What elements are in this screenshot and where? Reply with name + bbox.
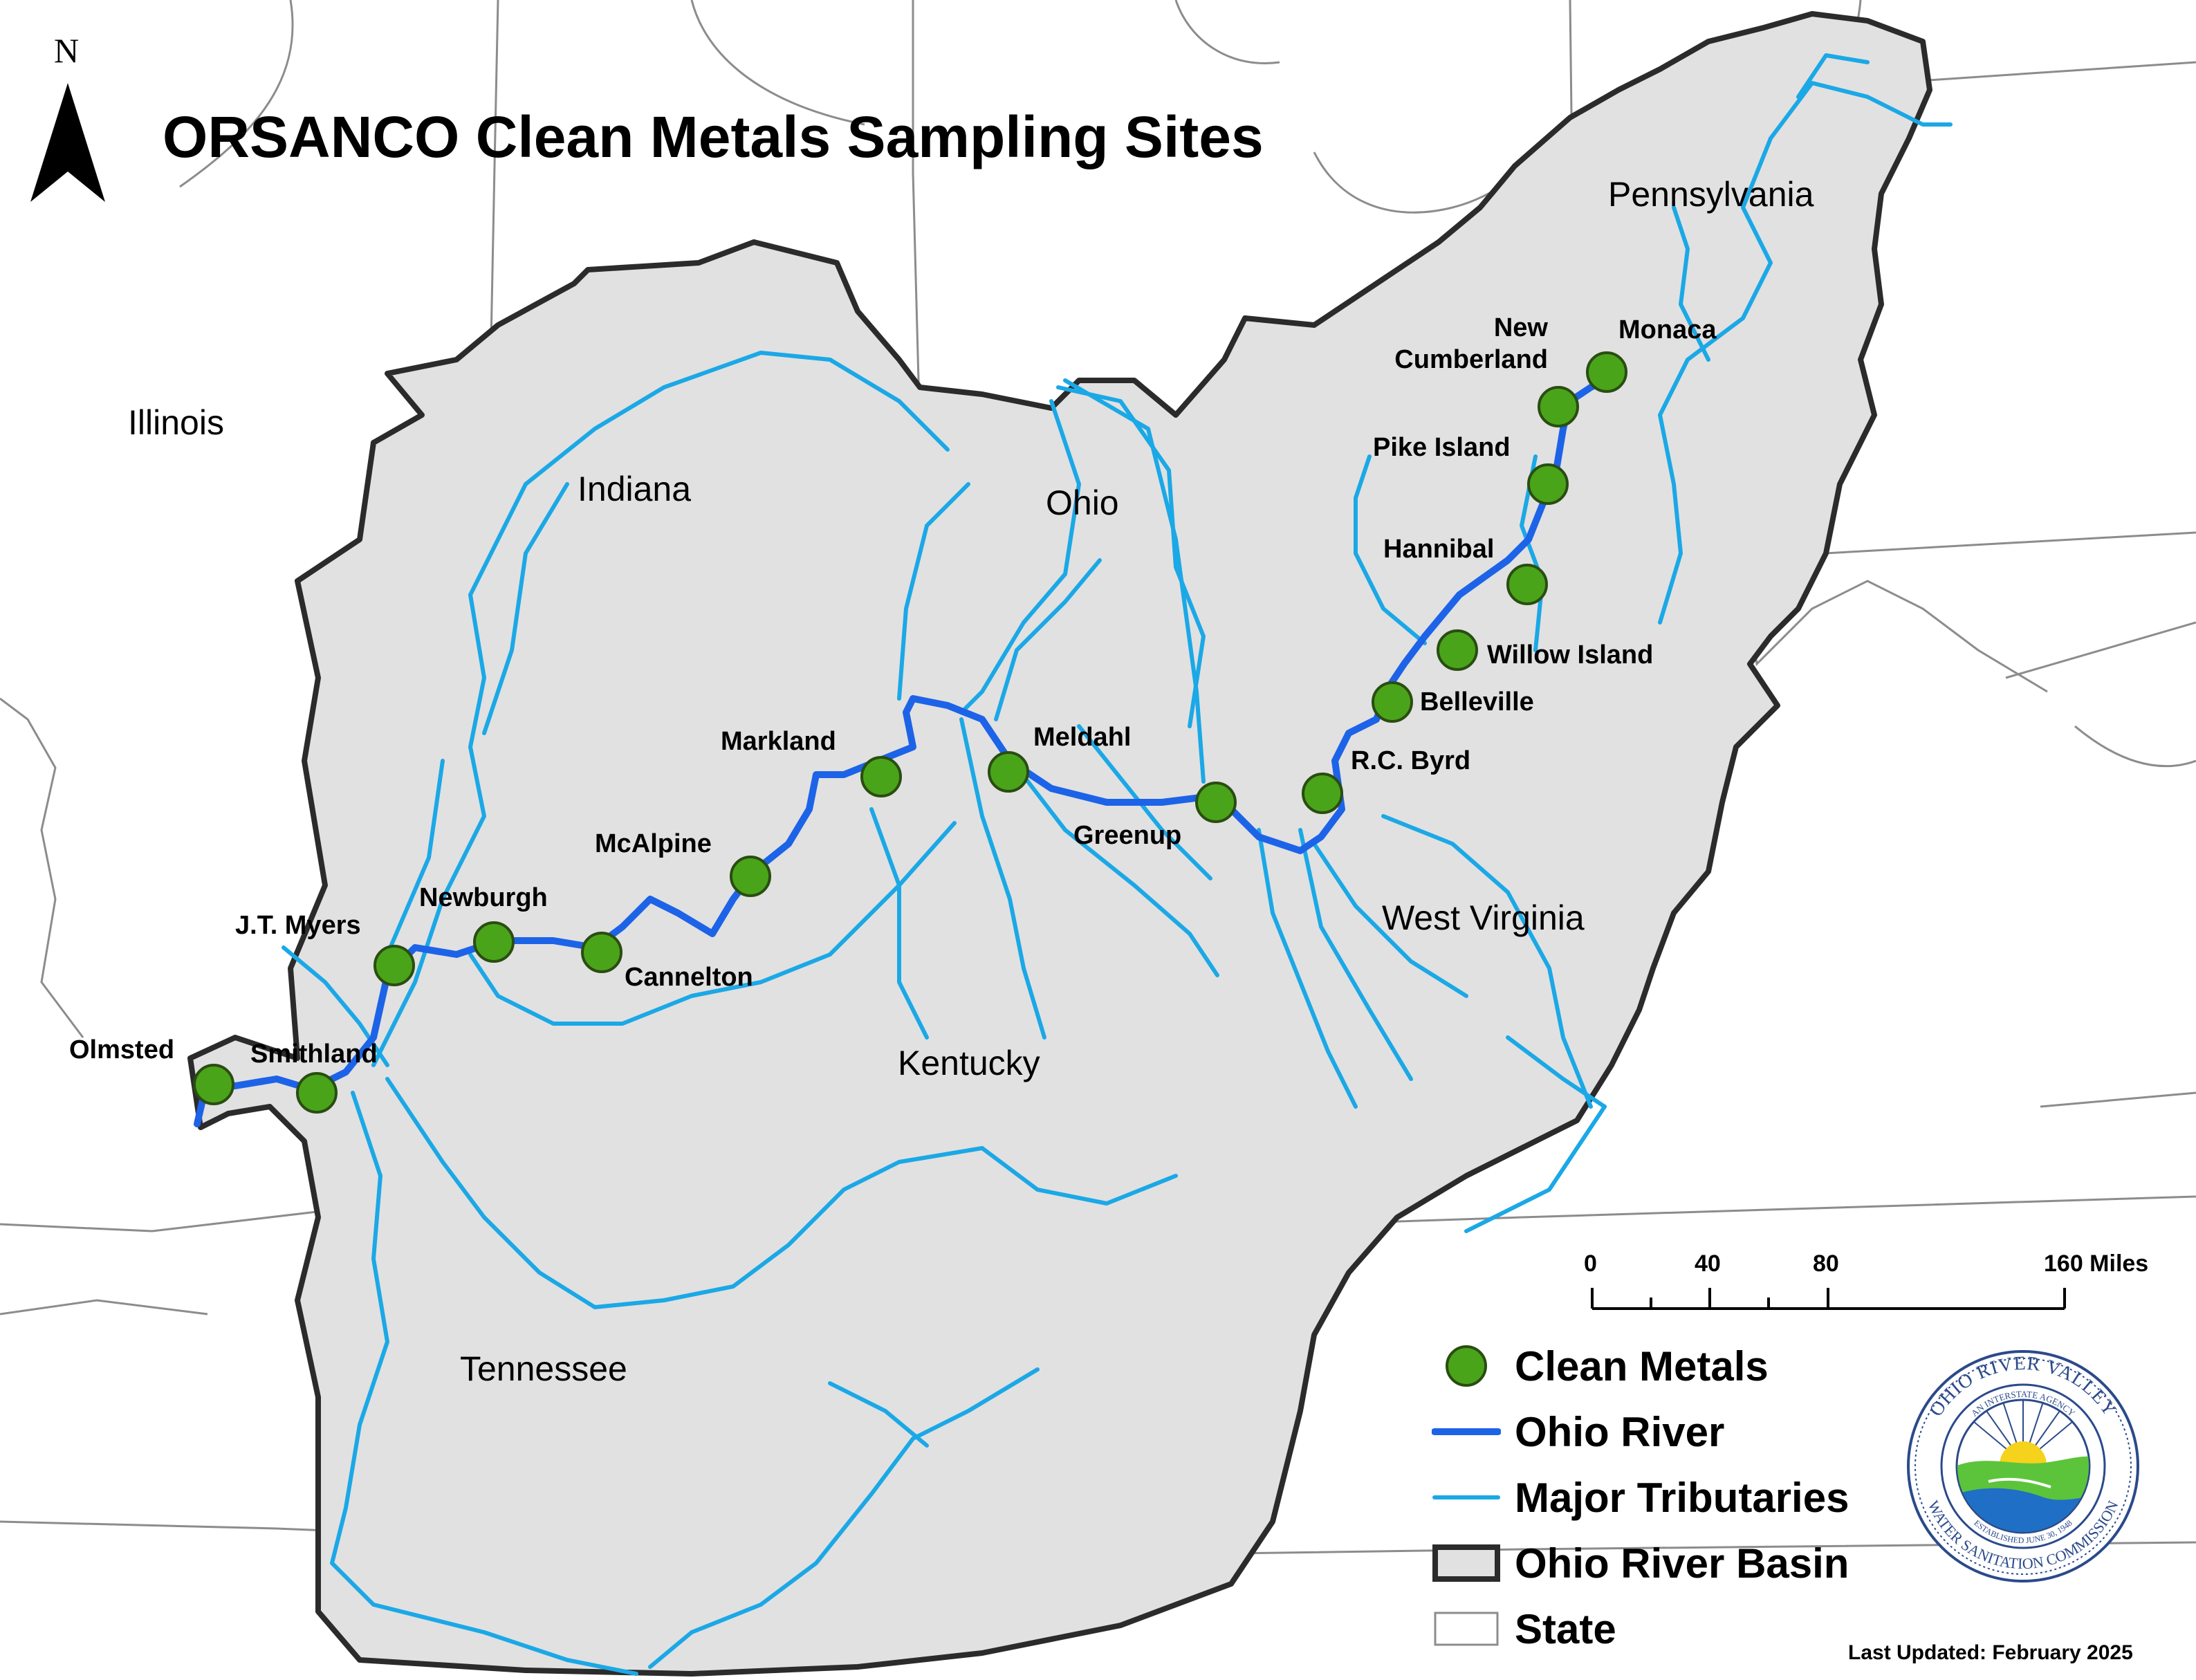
legend-site-icon bbox=[1432, 1335, 1501, 1397]
last-updated: Last Updated: February 2025 bbox=[1848, 1641, 2133, 1664]
orsanco-seal-logo: OHIO RIVER VALLEY WATER SANITATION COMMI… bbox=[1907, 1350, 2139, 1582]
legend-label-clean-metals: Clean Metals bbox=[1515, 1342, 1769, 1390]
site-marker-smithland[interactable] bbox=[296, 1072, 338, 1114]
site-marker-hannibal[interactable] bbox=[1506, 564, 1548, 605]
site-label-smithland: Smithland bbox=[250, 1040, 378, 1069]
clean-metals-sites bbox=[193, 351, 1627, 1114]
state-label-pennsylvania: Pennsylvania bbox=[1608, 175, 1814, 214]
legend-item-ohio-river: Ohio River bbox=[1431, 1401, 1725, 1463]
site-marker-monaca[interactable] bbox=[1586, 351, 1627, 393]
state-label-illinois: Illinois bbox=[128, 403, 224, 442]
legend-label-ohio-river: Ohio River bbox=[1515, 1408, 1725, 1455]
site-label-olmsted: Olmsted bbox=[69, 1035, 175, 1064]
legend-label-state: State bbox=[1515, 1605, 1616, 1652]
site-label-willowisland: Willow Island bbox=[1487, 640, 1654, 670]
state-label-kentucky: Kentucky bbox=[898, 1044, 1040, 1082]
site-label-mcalpine: McAlpine bbox=[595, 829, 712, 858]
site-marker-markland[interactable] bbox=[860, 756, 902, 797]
site-label-meldahl: Meldahl bbox=[1033, 723, 1132, 752]
site-label-newburgh: Newburgh bbox=[419, 883, 548, 912]
site-marker-jtmyers[interactable] bbox=[373, 945, 415, 986]
site-marker-cannelton[interactable] bbox=[581, 932, 622, 973]
scale-label-160: 160 Miles bbox=[2044, 1250, 2149, 1277]
site-marker-olmsted[interactable] bbox=[193, 1064, 234, 1105]
site-label-newcumberland: New Cumberland bbox=[1394, 313, 1548, 374]
scale-label-0: 0 bbox=[1584, 1250, 1597, 1277]
site-label-hannibal: Hannibal bbox=[1383, 535, 1495, 564]
legend-label-ohio-river-basin: Ohio River Basin bbox=[1515, 1540, 1849, 1587]
north-arrow-label: N bbox=[54, 31, 80, 70]
legend-item-ohio-river-basin: Ohio River Basin bbox=[1432, 1532, 1849, 1594]
scale-label-80: 80 bbox=[1813, 1250, 1839, 1277]
legend-item-state: State bbox=[1432, 1598, 1616, 1660]
state-label-tennessee: Tennessee bbox=[460, 1349, 627, 1388]
site-label-pikeisland: Pike Island bbox=[1373, 433, 1511, 462]
state-label-west-virginia: West Virginia bbox=[1382, 898, 1585, 937]
legend-state-icon bbox=[1432, 1598, 1501, 1660]
site-marker-meldahl[interactable] bbox=[988, 751, 1029, 793]
site-label-markland: Markland bbox=[721, 727, 836, 756]
north-arrow-icon bbox=[30, 83, 105, 202]
ohio-river-basin bbox=[187, 11, 1932, 1677]
site-marker-rcbyrd[interactable] bbox=[1302, 773, 1343, 814]
map-title: ORSANCO Clean Metals Sampling Sites bbox=[163, 104, 1264, 169]
ohio-river bbox=[194, 377, 1608, 1127]
site-marker-mcalpine[interactable] bbox=[730, 856, 771, 897]
legend-tributary-icon bbox=[1432, 1466, 1501, 1529]
major-tributaries bbox=[282, 53, 1953, 1676]
site-marker-newburgh[interactable] bbox=[473, 921, 515, 963]
state-label-indiana: Indiana bbox=[578, 470, 692, 508]
scale-label-40: 40 bbox=[1695, 1250, 1721, 1277]
legend-item-clean-metals: Clean Metals bbox=[1432, 1335, 1769, 1397]
legend-river-icon bbox=[1431, 1401, 1502, 1463]
site-label-monaca: Monaca bbox=[1618, 315, 1717, 344]
site-marker-belleville[interactable] bbox=[1372, 681, 1413, 723]
site-marker-pikeisland[interactable] bbox=[1527, 463, 1569, 505]
legend-label-major-tributaries: Major Tributaries bbox=[1515, 1474, 1849, 1521]
site-marker-newcumberland[interactable] bbox=[1538, 386, 1579, 427]
site-label-belleville: Belleville bbox=[1420, 687, 1534, 717]
site-label-jtmyers: J.T. Myers bbox=[235, 911, 361, 940]
site-marker-greenup[interactable] bbox=[1195, 782, 1237, 823]
legend-item-major-tributaries: Major Tributaries bbox=[1432, 1466, 1849, 1529]
state-label-ohio: Ohio bbox=[1046, 483, 1119, 522]
site-label-greenup: Greenup bbox=[1073, 821, 1182, 850]
site-marker-willowisland[interactable] bbox=[1437, 629, 1478, 671]
site-label-rcbyrd: R.C. Byrd bbox=[1351, 746, 1471, 775]
legend-basin-icon bbox=[1432, 1532, 1501, 1594]
scale-bar bbox=[1591, 1288, 2066, 1310]
site-label-cannelton: Cannelton bbox=[625, 963, 753, 992]
